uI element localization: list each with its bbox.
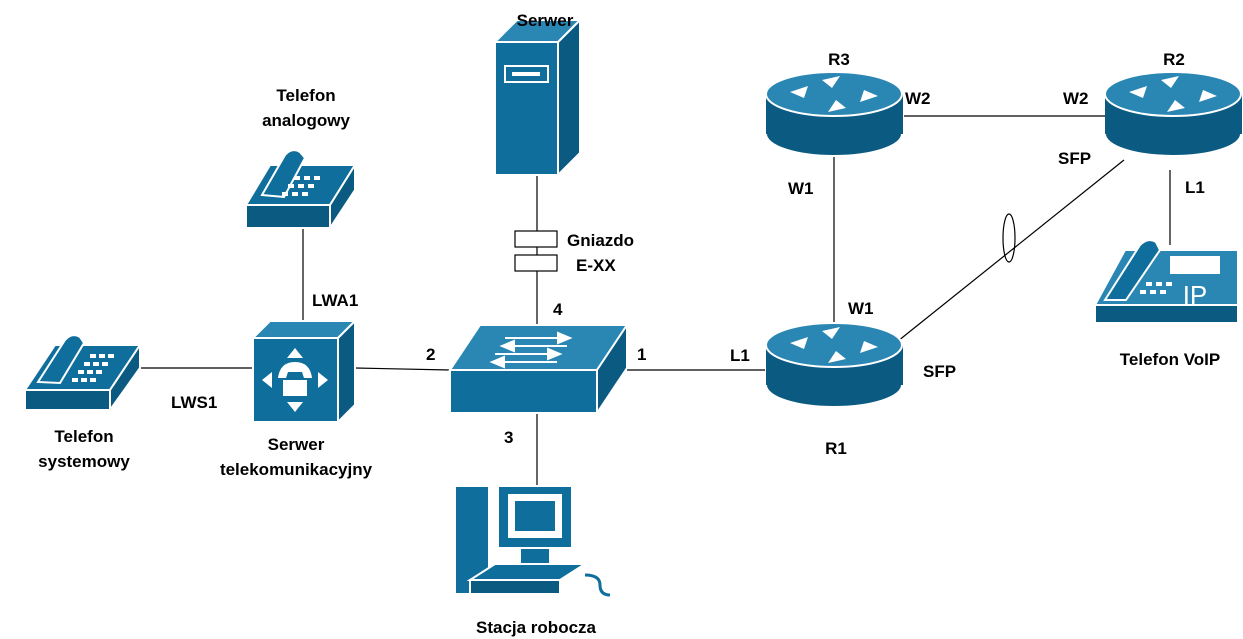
- r1-label: R1: [825, 439, 847, 458]
- voip-phone-label: Telefon VoIP: [1120, 350, 1220, 369]
- links: [140, 115, 1171, 486]
- telecom-server-label-line1: Serwer: [268, 435, 325, 454]
- link-r1-r2-fiber: [892, 159, 1125, 346]
- r2-label: R2: [1163, 50, 1185, 69]
- system-phone-icon: [23, 334, 142, 414]
- port-r2-w2: W2: [1063, 89, 1089, 108]
- telecom-server-label-line2: telekomunikacyjny: [220, 460, 373, 479]
- port-r2-l1: L1: [1185, 178, 1205, 197]
- device-labels: Serwer Telefon analogowy Telefon systemo…: [38, 11, 1220, 637]
- socket-label-line2: E-XX: [576, 256, 616, 275]
- socket-icon: [514, 230, 558, 272]
- fiber-bundle-marker: [1002, 213, 1016, 263]
- analog-phone-icon: [244, 149, 357, 232]
- port-r1-sfp: SFP: [923, 362, 956, 381]
- router-r2-icon: [1104, 71, 1242, 157]
- pbx-icon: [250, 318, 358, 425]
- port-r3-w2: W2: [905, 89, 931, 108]
- server-tower-icon: [492, 17, 583, 178]
- port-r1-l1: L1: [730, 346, 750, 365]
- port-r3-w1: W1: [788, 179, 814, 198]
- system-phone-label-line2: systemowy: [38, 452, 130, 471]
- router-r1-icon: [765, 322, 903, 408]
- port-lwa1: LWA1: [312, 291, 358, 310]
- ip-badge: IP: [1183, 280, 1208, 310]
- system-phone-label-line1: Telefon: [54, 427, 113, 446]
- analog-phone-label-line2: analogowy: [262, 111, 350, 130]
- socket-label-line1: Gniazdo: [567, 231, 634, 250]
- port-r2-sfp: SFP: [1058, 149, 1091, 168]
- port-switch-4: 4: [553, 300, 563, 319]
- port-lws1: LWS1: [171, 393, 217, 412]
- port-switch-3: 3: [504, 428, 513, 447]
- port-switch-2: 2: [426, 345, 435, 364]
- port-r1-w1: W1: [848, 299, 874, 318]
- router-r3-icon: [765, 71, 904, 157]
- workstation-icon: [454, 485, 611, 597]
- port-switch-1: 1: [637, 345, 646, 364]
- server-label: Serwer: [517, 11, 574, 30]
- workstation-label: Stacja robocza: [476, 618, 597, 637]
- switch-icon: [448, 321, 629, 417]
- r3-label: R3: [828, 50, 850, 69]
- analog-phone-label-line1: Telefon: [276, 86, 335, 105]
- ip-phone-icon: IP: [1093, 239, 1239, 324]
- port-labels: LWA1 LWS1 2 4 1 3 L1 W1 SFP W1 W2 W2 SFP…: [171, 89, 1205, 447]
- link-pbx-switch: [354, 367, 451, 371]
